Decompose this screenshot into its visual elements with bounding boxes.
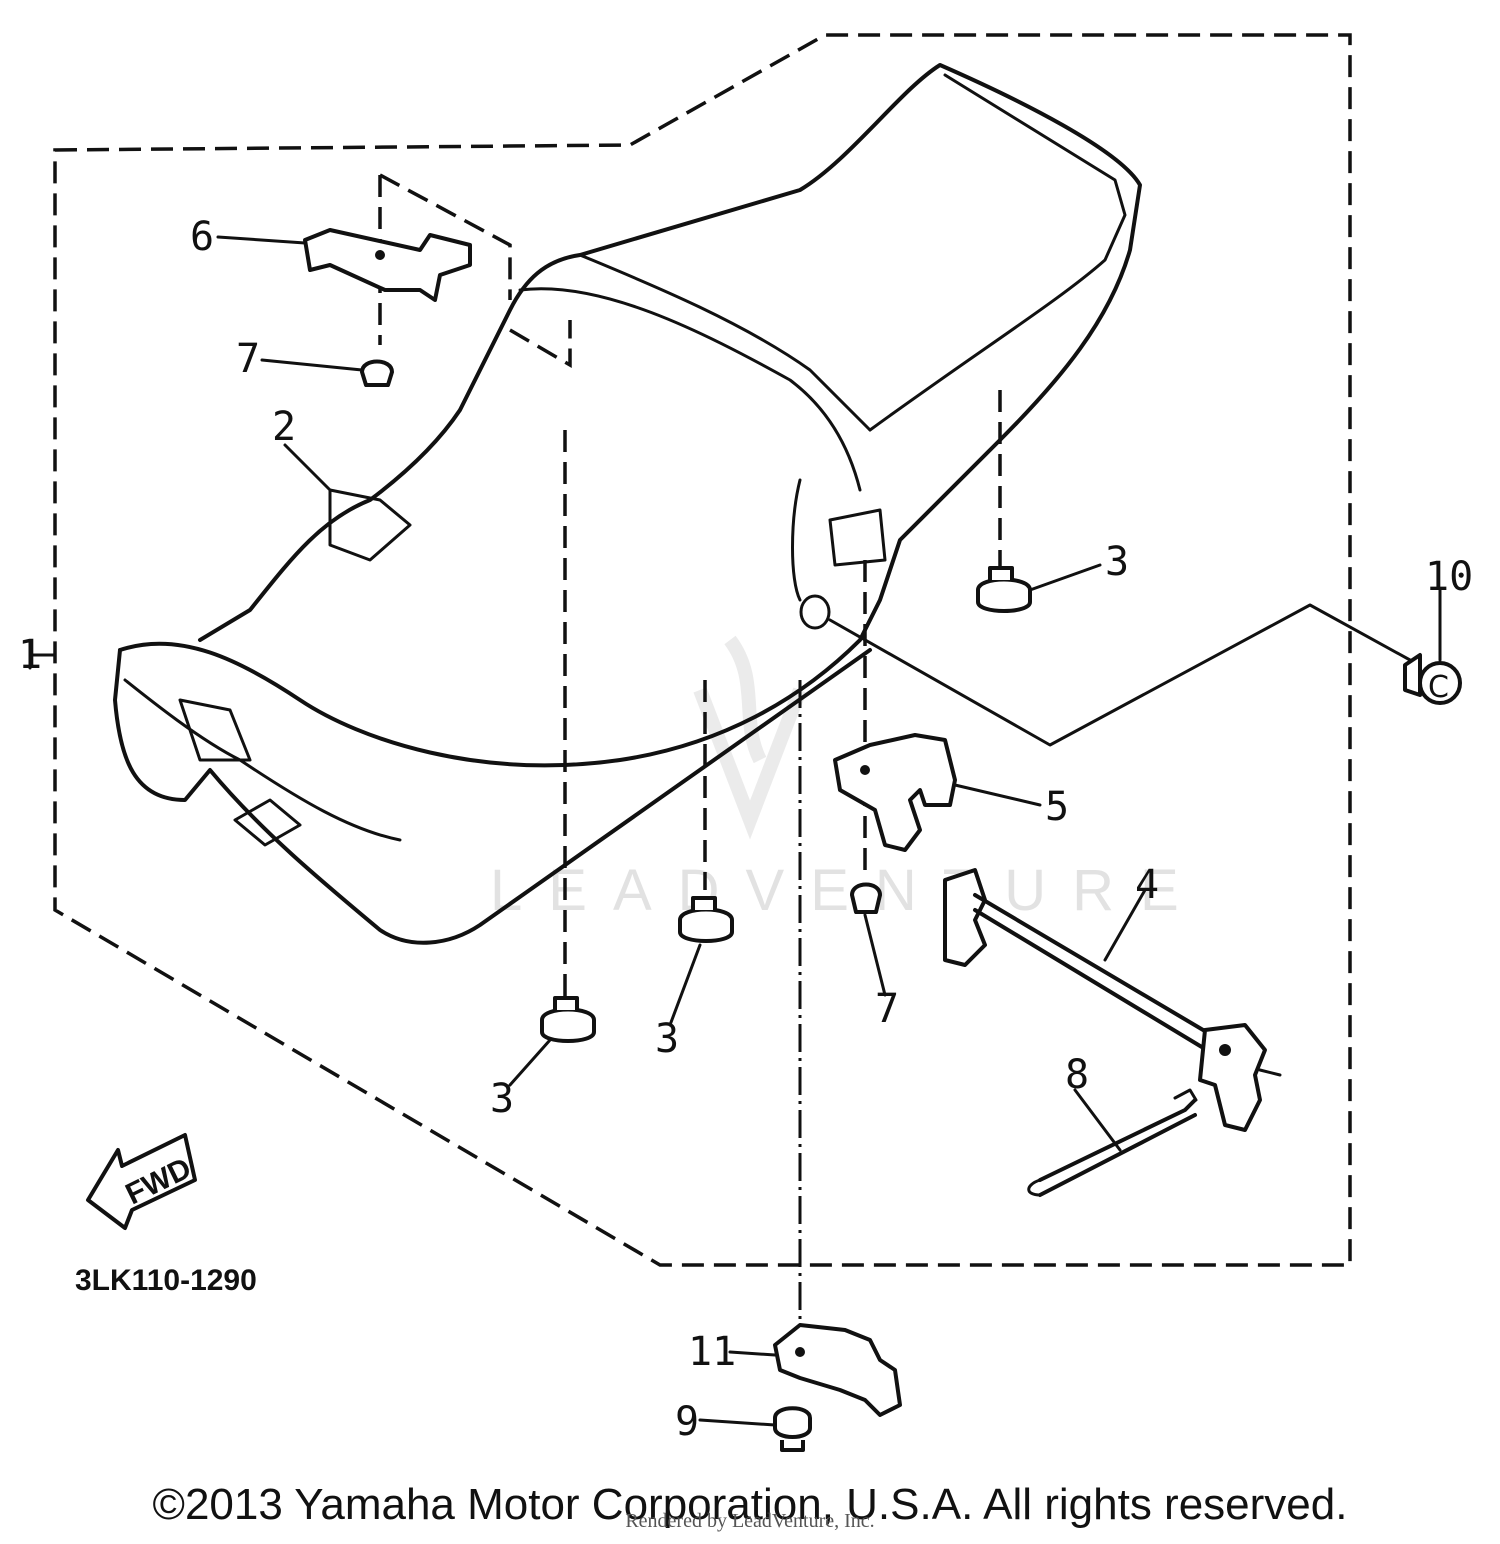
grommet-part-7-lower (850, 882, 882, 914)
callout-7-lower: 7 (875, 986, 899, 1032)
leader-lines (216, 235, 1442, 1427)
bracket-part-6 (303, 228, 472, 302)
callout-2: 2 (272, 404, 296, 450)
leader-line-10 (828, 603, 1412, 747)
watermark-logo: LEADVENTURE (490, 635, 1205, 923)
spring-part-8 (1027, 1088, 1198, 1197)
watermark-text: LEADVENTURE (490, 858, 1205, 923)
mounting-guides (378, 173, 1002, 1330)
forward-arrow: FWD (86, 1133, 197, 1230)
copyright-notice: ©2013 Yamaha Motor Corporation, U.S.A. A… (152, 1480, 1348, 1529)
knob-mark: C (1428, 670, 1449, 705)
callout-4: 4 (1135, 862, 1159, 908)
callout-5: 5 (1045, 784, 1069, 830)
diagram-reference-code: 3LK110-1290 (75, 1264, 257, 1297)
callout-11: 11 (688, 1329, 736, 1375)
bolt-part-9 (773, 1406, 812, 1452)
lock-rod-part-4 (943, 868, 1282, 1132)
callout-1: 1 (18, 632, 42, 678)
lock-assembly-part-11 (773, 1323, 902, 1417)
callout-8: 8 (1065, 1052, 1089, 1098)
grommet-part-7-upper (360, 359, 394, 387)
seat (113, 63, 1142, 945)
knob-part-10: C (1403, 653, 1462, 705)
callout-3-right: 3 (1105, 539, 1129, 585)
callout-7-upper: 7 (236, 336, 260, 382)
callout-numbers: 6 7 2 1 3 5 4 7 8 3 3 10 11 9 (18, 214, 1473, 1445)
rubber-damper-part-3 (540, 566, 1032, 1043)
callout-3-middle: 3 (655, 1016, 679, 1062)
callout-9: 9 (675, 1399, 699, 1445)
assembly-boundary (53, 33, 1352, 1267)
rendered-by-notice: Rendered by LeadVenture, Inc. (625, 1510, 875, 1532)
callout-6: 6 (190, 214, 214, 260)
callout-3-left: 3 (490, 1076, 514, 1122)
bracket-part-5 (833, 733, 957, 852)
callout-10: 10 (1425, 554, 1473, 600)
